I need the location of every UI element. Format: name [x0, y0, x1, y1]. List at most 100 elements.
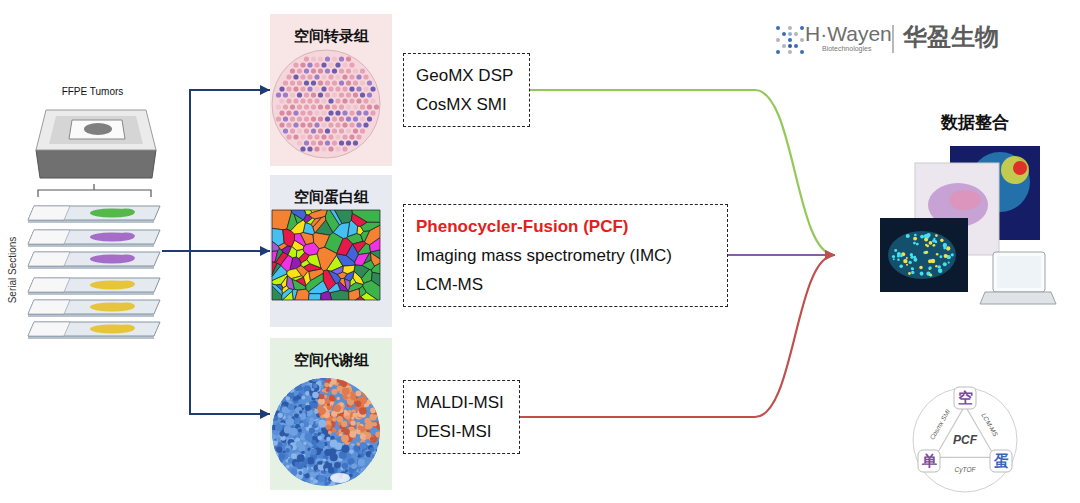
logo-dot: [776, 26, 780, 30]
ion-pixel: [367, 380, 373, 386]
ion-pixel: [303, 442, 306, 445]
fluorescent-speck: [929, 241, 933, 245]
capture-spot: [349, 122, 354, 127]
capture-spot: [332, 128, 337, 133]
ion-pixel: [278, 469, 282, 473]
ion-pixel: [319, 461, 323, 465]
ion-pixel: [311, 375, 317, 381]
segmented-cell: [272, 241, 279, 251]
glass-slide: [69, 120, 125, 139]
capture-spot: [349, 110, 354, 115]
capture-spot: [314, 146, 319, 151]
logo-dot: [782, 44, 786, 48]
ion-pixel: [278, 453, 285, 460]
ion-pixel: [318, 420, 326, 428]
capture-spot: [339, 104, 344, 109]
capture-spot: [325, 128, 330, 133]
segmented-cell: [288, 247, 297, 258]
capture-spot: [318, 116, 323, 121]
ion-pixel: [285, 475, 290, 480]
capture-spot: [335, 146, 340, 151]
capture-spot: [314, 110, 319, 115]
ion-pixel: [327, 378, 331, 382]
ion-pixel: [374, 473, 382, 481]
ion-pixel: [373, 422, 378, 427]
capture-spot: [346, 116, 351, 121]
ion-pixel: [276, 473, 280, 477]
tissue-section: [117, 209, 135, 216]
capture-spot: [332, 140, 337, 145]
method-name: MALDI-MSI: [416, 388, 507, 417]
capture-spot: [293, 62, 298, 67]
capture-spot: [318, 92, 323, 97]
fluorescent-speck: [908, 261, 911, 264]
capture-spot: [300, 134, 305, 139]
fluorescent-speck: [911, 271, 914, 274]
capture-spot: [286, 98, 291, 103]
capture-spot: [346, 92, 351, 97]
capture-spot: [293, 86, 298, 91]
ion-pixel: [368, 398, 375, 405]
ion-pixel: [283, 478, 289, 484]
fluorescent-speck: [919, 266, 922, 269]
ion-pixel: [368, 393, 372, 397]
section-heading: 数据整合: [941, 113, 1057, 133]
capture-spot: [311, 104, 316, 109]
glass-slide: [28, 230, 160, 244]
tissue-section: [117, 303, 135, 310]
ion-pixel: [272, 386, 276, 390]
capture-spot: [297, 116, 302, 121]
method-name: CosMX SMI: [416, 90, 517, 119]
tissue-section: [90, 209, 134, 218]
capture-spot: [353, 128, 358, 133]
ion-pixel: [342, 445, 350, 453]
segmented-cell: [352, 210, 380, 222]
illustration-shape: [36, 110, 156, 197]
panel-heading: 空间蛋白组: [270, 188, 392, 206]
tissue-section: [117, 255, 135, 262]
ion-pixel: [288, 474, 291, 477]
ion-pixel: [279, 396, 286, 403]
ion-pixel: [356, 391, 362, 397]
fluorescent-speck: [920, 271, 924, 275]
capture-spot: [304, 92, 309, 97]
fluorescent-speck: [940, 239, 943, 242]
ion-pixel: [353, 478, 357, 482]
capture-spot: [325, 56, 330, 61]
capture-spot: [321, 62, 326, 67]
segmented-cell: [291, 276, 303, 281]
segmented-cell: [363, 281, 380, 300]
capture-spot: [297, 140, 302, 145]
capture-spot: [311, 128, 316, 133]
ion-pixel: [309, 482, 315, 488]
badge-character: 单: [922, 453, 937, 470]
ion-pixel: [362, 390, 369, 397]
ion-pixel: [297, 454, 305, 462]
capture-spot: [349, 62, 354, 67]
omics-panel: 空间转录组: [270, 14, 392, 166]
illustration-shape: [1013, 161, 1027, 175]
capture-spot: [360, 92, 365, 97]
badge-center: PCF: [953, 434, 977, 447]
fluorescent-speck: [913, 256, 916, 259]
fluorescent-speck: [929, 266, 932, 269]
capture-spot: [363, 74, 368, 79]
segmented-cell: [294, 233, 305, 246]
capture-spot: [276, 104, 281, 109]
ion-pixel: [334, 462, 340, 468]
specimen-scanner: FFPE Tumors: [25, 84, 160, 200]
method-name: GeoMX DSP: [416, 61, 517, 90]
node-illustration: [4, 200, 162, 350]
capture-spot: [321, 110, 326, 115]
fluorescent-speck: [932, 244, 935, 247]
capture-spot: [286, 110, 291, 115]
ion-pixel: [280, 475, 283, 478]
capture-spot: [353, 140, 358, 145]
capture-spot: [339, 116, 344, 121]
capture-spot: [342, 122, 347, 127]
segmented-cell: [349, 289, 360, 300]
ion-pixel: [282, 380, 289, 387]
ion-pixel: [369, 481, 373, 485]
ion-pixel: [330, 453, 338, 461]
capture-spot: [363, 122, 368, 127]
